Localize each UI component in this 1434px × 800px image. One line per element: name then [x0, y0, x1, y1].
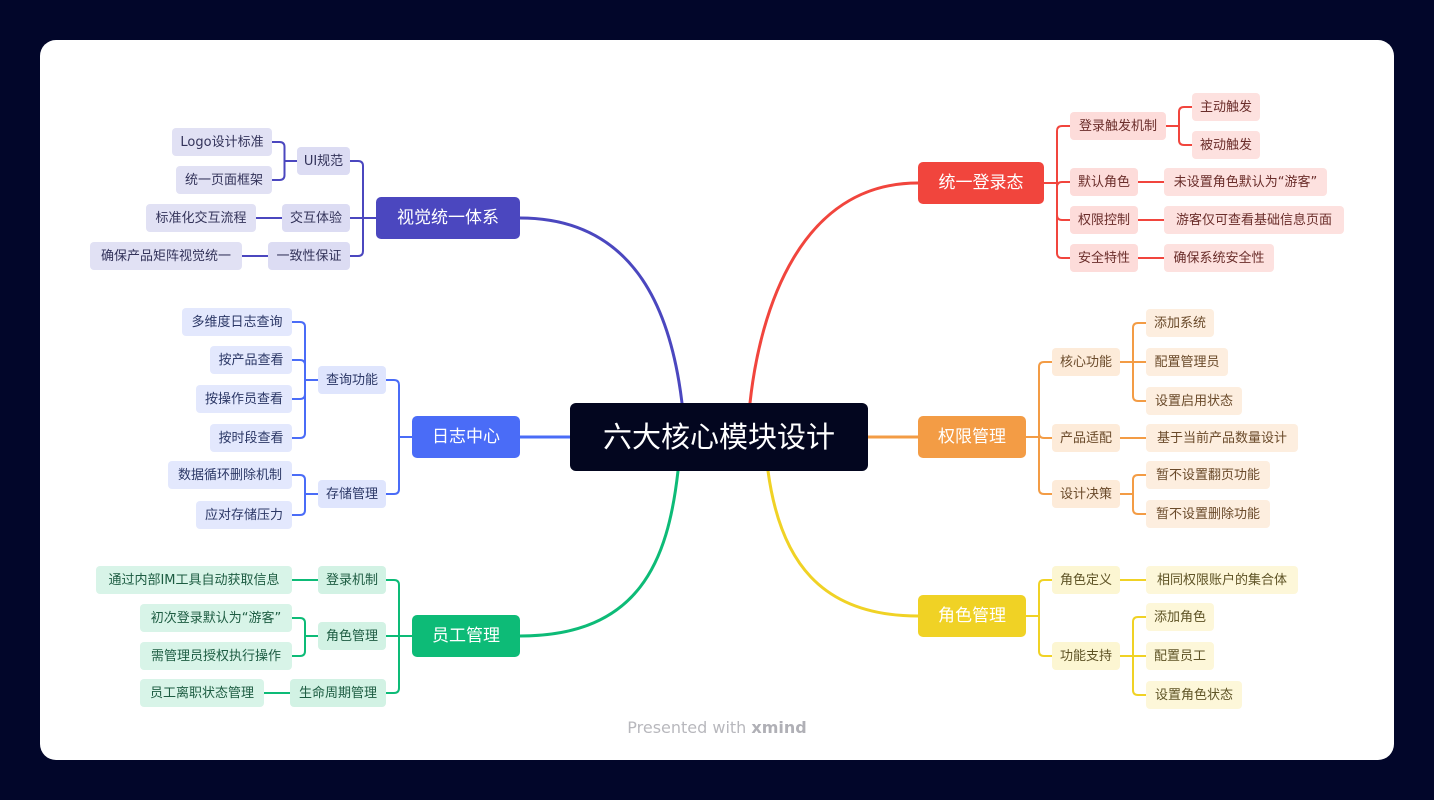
subtopic-access-control[interactable]: 权限控制	[1070, 206, 1138, 234]
leaf-product-count[interactable]: 基于当前产品数量设计	[1146, 424, 1298, 452]
subtopic-security[interactable]: 安全特性	[1070, 244, 1138, 272]
leaf-system-security[interactable]: 确保系统安全性	[1164, 244, 1274, 272]
leaf-add-role[interactable]: 添加角色	[1146, 603, 1214, 631]
leaf-add-system[interactable]: 添加系统	[1146, 309, 1214, 337]
footer-credit: Presented with xmind	[0, 718, 1434, 737]
subtopic-default-role[interactable]: 默认角色	[1070, 168, 1138, 196]
leaf-config-staff[interactable]: 配置员工	[1146, 642, 1214, 670]
leaf-config-admin[interactable]: 配置管理员	[1146, 348, 1228, 376]
subtopic-product-fit[interactable]: 产品适配	[1052, 424, 1120, 452]
leaf-no-paging[interactable]: 暂不设置翻页功能	[1146, 461, 1270, 489]
topic-role[interactable]: 角色管理	[918, 595, 1026, 637]
subtopic-core-features[interactable]: 核心功能	[1052, 348, 1120, 376]
subtopic-ui-spec[interactable]: UI规范	[297, 147, 350, 175]
leaf-by-period[interactable]: 按时段查看	[210, 424, 292, 452]
leaf-unset-guest[interactable]: 未设置角色默认为“游客”	[1164, 168, 1327, 196]
leaf-visual-unify[interactable]: 确保产品矩阵视觉统一	[90, 242, 242, 270]
subtopic-function-support[interactable]: 功能支持	[1052, 642, 1120, 670]
subtopic-interaction[interactable]: 交互体验	[282, 204, 350, 232]
leaf-by-operator[interactable]: 按操作员查看	[196, 385, 292, 413]
leaf-guest-basic-view[interactable]: 游客仅可查看基础信息页面	[1164, 206, 1344, 234]
leaf-cycle-delete[interactable]: 数据循环删除机制	[168, 461, 292, 489]
footer-prefix: Presented with	[627, 718, 752, 737]
leaf-by-product[interactable]: 按产品查看	[210, 346, 292, 374]
topic-staff[interactable]: 员工管理	[412, 615, 520, 657]
leaf-page-frame[interactable]: 统一页面框架	[176, 166, 272, 194]
leaf-role-status[interactable]: 设置角色状态	[1146, 681, 1242, 709]
leaf-interaction-flow[interactable]: 标准化交互流程	[146, 204, 256, 232]
leaf-storage-pressure[interactable]: 应对存储压力	[196, 501, 292, 529]
leaf-passive-trigger[interactable]: 被动触发	[1192, 131, 1260, 159]
subtopic-storage[interactable]: 存储管理	[318, 480, 386, 508]
subtopic-query[interactable]: 查询功能	[318, 366, 386, 394]
subtopic-role-mgmt[interactable]: 角色管理	[318, 622, 386, 650]
leaf-no-delete[interactable]: 暂不设置删除功能	[1146, 500, 1270, 528]
leaf-active-trigger[interactable]: 主动触发	[1192, 93, 1260, 121]
leaf-multi-query[interactable]: 多维度日志查询	[182, 308, 292, 336]
topic-permission[interactable]: 权限管理	[918, 416, 1026, 458]
subtopic-lifecycle[interactable]: 生命周期管理	[290, 679, 386, 707]
topic-unified-login[interactable]: 统一登录态	[918, 162, 1044, 204]
subtopic-design-decision[interactable]: 设计决策	[1052, 480, 1120, 508]
leaf-role-collection[interactable]: 相同权限账户的集合体	[1146, 566, 1298, 594]
leaf-guest-default[interactable]: 初次登录默认为“游客”	[140, 604, 292, 632]
root-topic[interactable]: 六大核心模块设计	[570, 403, 868, 471]
leaf-im-auto[interactable]: 通过内部IM工具自动获取信息	[96, 566, 292, 594]
leaf-enable-status[interactable]: 设置启用状态	[1146, 387, 1242, 415]
leaf-resign-status[interactable]: 员工离职状态管理	[140, 679, 264, 707]
subtopic-role-def[interactable]: 角色定义	[1052, 566, 1120, 594]
topic-log-center[interactable]: 日志中心	[412, 416, 520, 458]
subtopic-consistency[interactable]: 一致性保证	[268, 242, 350, 270]
topic-visual[interactable]: 视觉统一体系	[376, 197, 520, 239]
xmind-logo: xmind	[751, 718, 807, 737]
leaf-admin-auth[interactable]: 需管理员授权执行操作	[140, 642, 292, 670]
subtopic-login-trigger[interactable]: 登录触发机制	[1070, 112, 1166, 140]
subtopic-login-mech[interactable]: 登录机制	[318, 566, 386, 594]
leaf-logo-standard[interactable]: Logo设计标准	[172, 128, 272, 156]
